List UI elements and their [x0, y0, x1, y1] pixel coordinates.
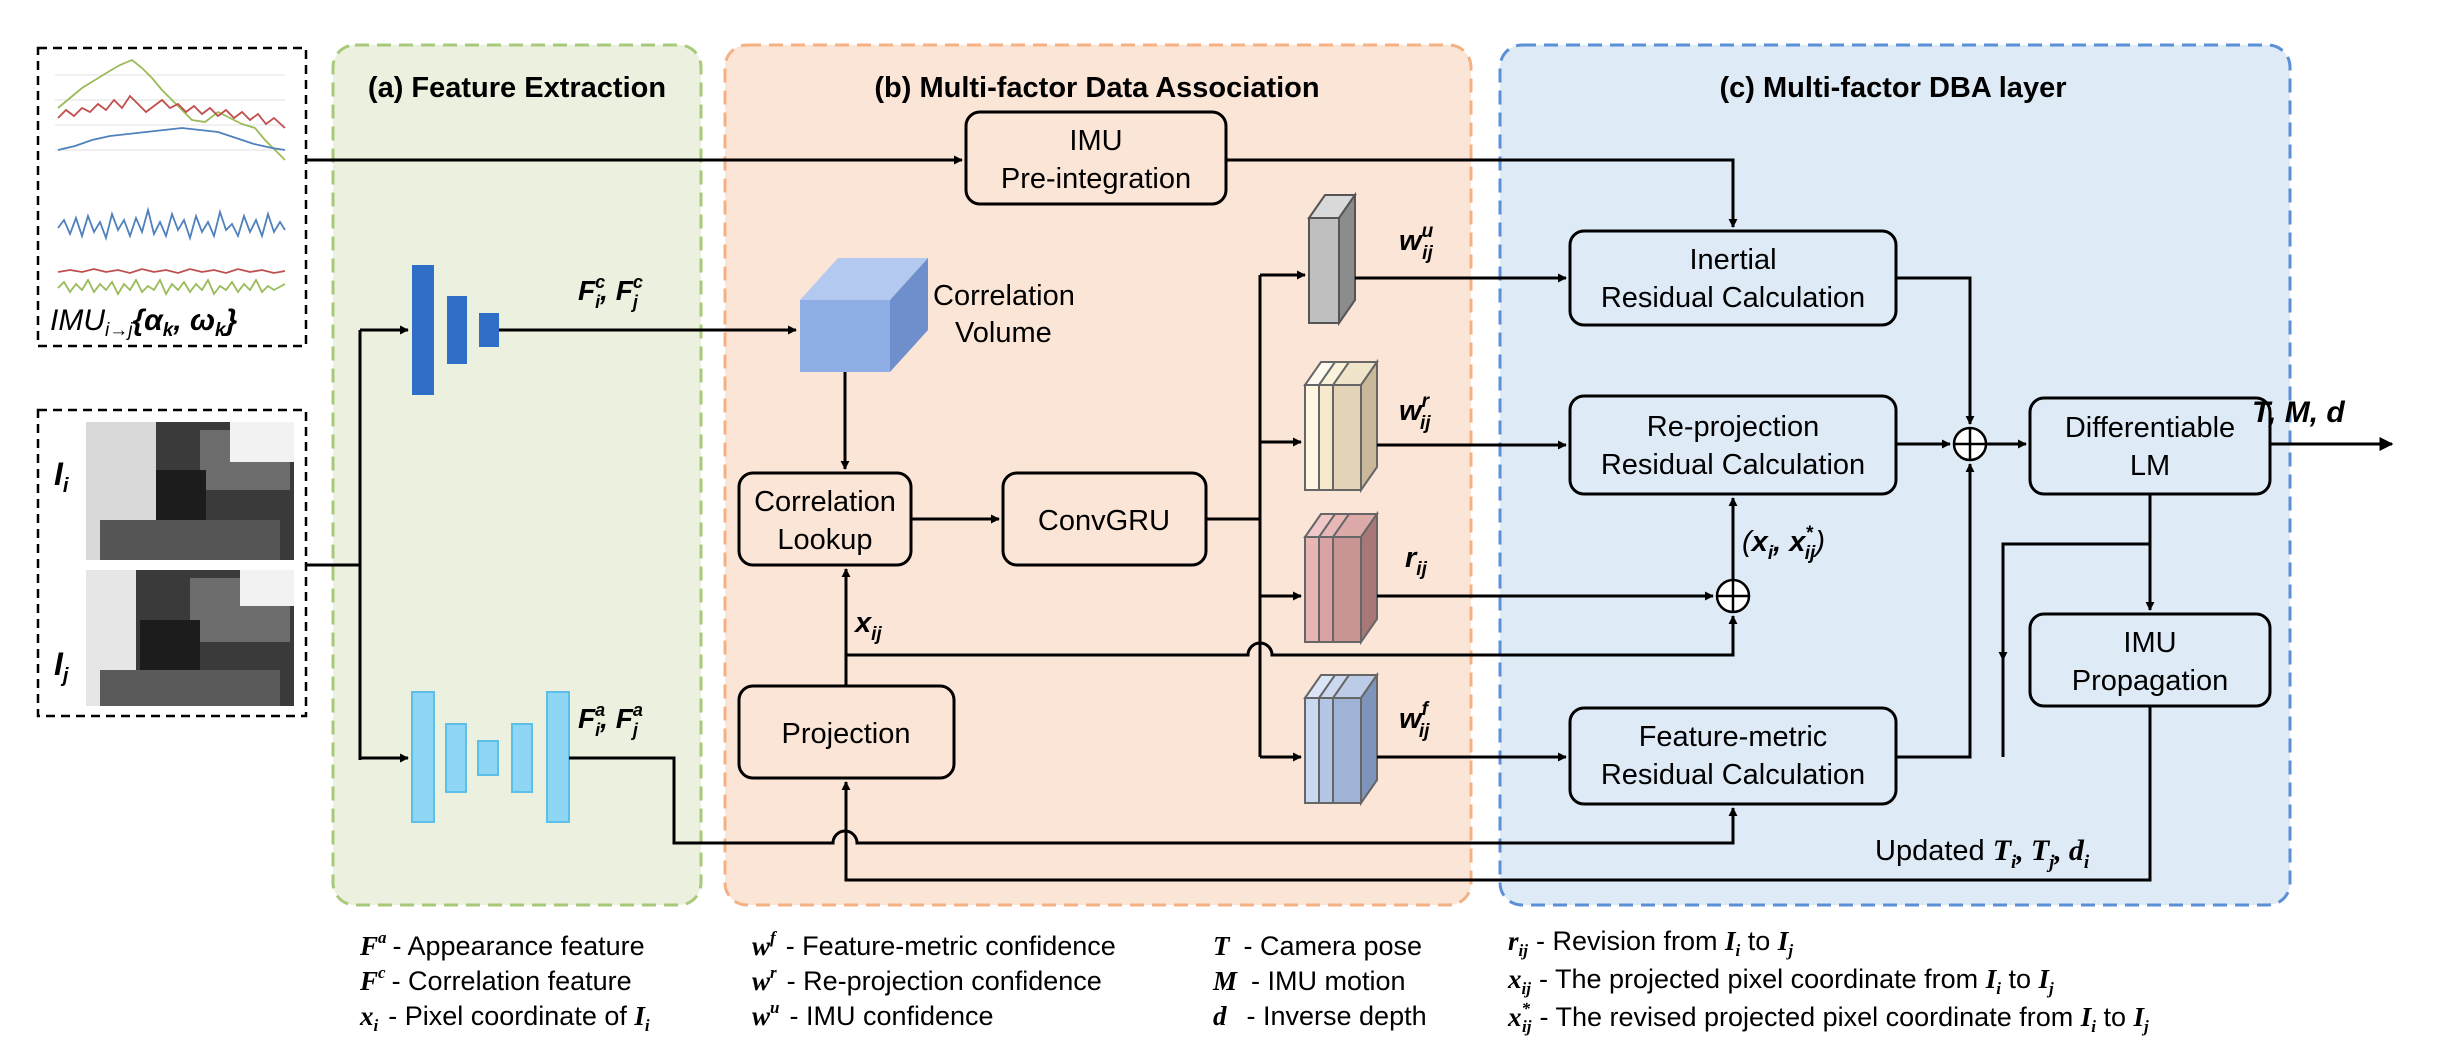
label-x-pair: (xi, x*ij): [1742, 523, 1825, 564]
svg-text:Lookup: Lookup: [777, 524, 872, 556]
projection-box: Projection: [737, 684, 956, 780]
legend-item: wr- Re-projection confidence: [752, 963, 1102, 996]
sum-node-residuals: [1952, 426, 1988, 462]
svg-text:ConvGRU: ConvGRU: [1038, 505, 1170, 537]
panel-feature-extraction: [331, 43, 703, 907]
sum-node-revision: [1715, 578, 1751, 614]
correlation-lookup-box: Correlation Lookup: [737, 471, 913, 567]
reprojection-residual-box: Re-projection Residual Calculation: [1568, 394, 1898, 496]
camera-image-j: [86, 570, 294, 706]
image-j-label: Ij: [54, 646, 69, 687]
line-images-split: [306, 330, 362, 760]
legend-item: wf- Feature-metric confidence: [752, 928, 1116, 961]
inertial-residual-box: Inertial Residual Calculation: [1568, 229, 1898, 327]
svg-text:Propagation: Propagation: [2072, 665, 2228, 697]
legend-col-1: Fa- Appearance feature Fc- Correlation f…: [359, 928, 650, 1035]
legend-item: rij- Revision from Ii to Ij: [1508, 926, 1793, 960]
differentiable-lm-box: Differentiable LM: [2028, 396, 2272, 496]
label-x-ij: xij: [853, 607, 882, 645]
legend-item: T- Camera pose: [1213, 931, 1422, 961]
svg-text:Residual Calculation: Residual Calculation: [1601, 282, 1865, 314]
correlation-volume-label-2: Volume: [955, 317, 1052, 349]
connections: [306, 155, 2394, 882]
output-label: T, M, d: [2252, 396, 2345, 429]
svg-text:Re-projection: Re-projection: [1647, 411, 1819, 443]
imu-signal-plot: [55, 58, 286, 296]
arrow-featmetric-to-sum: [1896, 463, 1975, 759]
line-convgru-fanout: [1206, 275, 1262, 757]
legend-item: xi- Pixel coordinate of Ii: [359, 1001, 650, 1035]
correlation-volume-label: Correlation: [933, 280, 1075, 312]
svg-text:LM: LM: [2130, 450, 2170, 482]
svg-text:Differentiable: Differentiable: [2065, 412, 2235, 444]
arrow-updated-to-projection: [841, 706, 2152, 882]
legend-item: wu- IMU confidence: [752, 998, 994, 1031]
imu-preintegration-box: IMU Pre-integration: [964, 110, 1228, 206]
svg-text:Residual Calculation: Residual Calculation: [1601, 759, 1865, 791]
legend-col-3: T- Camera pose M- IMU motion d- Inverse …: [1212, 931, 1427, 1031]
line-feedback-loop: [2001, 542, 2150, 757]
correlation-encoder: [412, 265, 499, 395]
correlation-volume-cube: [800, 258, 928, 372]
svg-text:IMU: IMU: [2123, 627, 2176, 659]
image-input: Ii Ij: [36, 408, 308, 718]
revision-stack: [1303, 510, 1379, 646]
legend-col-2: wf- Feature-metric confidence wr- Re-pro…: [752, 928, 1116, 1031]
imu-confidence-stack: [1307, 191, 1357, 327]
arrow-fa-to-featmetric: [569, 756, 1738, 845]
legend-col-4: rij- Revision from Ii to Ij xij- The pro…: [1507, 926, 2149, 1036]
svg-text:Projection: Projection: [782, 718, 911, 750]
arrow-preint-to-inertial: [1226, 158, 1738, 228]
arrow-inertial-to-sum: [1896, 276, 1975, 425]
svg-text:Pre-integration: Pre-integration: [1001, 163, 1191, 195]
camera-image-i: [86, 422, 294, 560]
imu-propagation-box: IMU Propagation: [2028, 612, 2272, 708]
imu-label: IMUi→j{αk, ωk}: [50, 304, 238, 341]
appearance-encoder: [411, 691, 570, 823]
panel-title-data-association: (b) Multi-factor Data Association: [874, 72, 1319, 104]
panel-title-feature-extraction: (a) Feature Extraction: [368, 72, 666, 104]
featuremetric-confidence-stack: [1303, 671, 1379, 807]
featuremetric-residual-box: Feature-metric Residual Calculation: [1568, 706, 1898, 806]
convgru-box: ConvGRU: [1001, 471, 1208, 567]
svg-text:IMU: IMU: [1069, 125, 1122, 157]
legend-item: M- IMU motion: [1212, 966, 1406, 996]
svg-text:Inertial: Inertial: [1689, 244, 1776, 276]
legend: Fa- Appearance feature Fc- Correlation f…: [359, 926, 2149, 1036]
panel-title-dba-layer: (c) Multi-factor DBA layer: [1720, 72, 2067, 104]
updated-label: Updated Ti, Tj, di: [1875, 834, 2090, 873]
imu-input: IMUi→j{αk, ωk}: [36, 46, 308, 348]
image-i-label: Ii: [54, 456, 69, 497]
legend-item: Fc- Correlation feature: [359, 963, 632, 996]
svg-text:Correlation: Correlation: [754, 486, 896, 518]
legend-item: xij- The projected pixel coordinate from…: [1507, 964, 2054, 998]
reprojection-confidence-stack: [1303, 358, 1379, 494]
legend-item: d- Inverse depth: [1213, 1001, 1427, 1031]
legend-item: x*ij- The revised projected pixel coordi…: [1507, 999, 2149, 1036]
label-r-ij: rij: [1405, 542, 1428, 580]
svg-text:Feature-metric: Feature-metric: [1639, 721, 1828, 753]
legend-item: Fa- Appearance feature: [359, 928, 645, 961]
svg-text:Residual Calculation: Residual Calculation: [1601, 449, 1865, 481]
arrow-xij-to-sum: [844, 615, 1738, 686]
